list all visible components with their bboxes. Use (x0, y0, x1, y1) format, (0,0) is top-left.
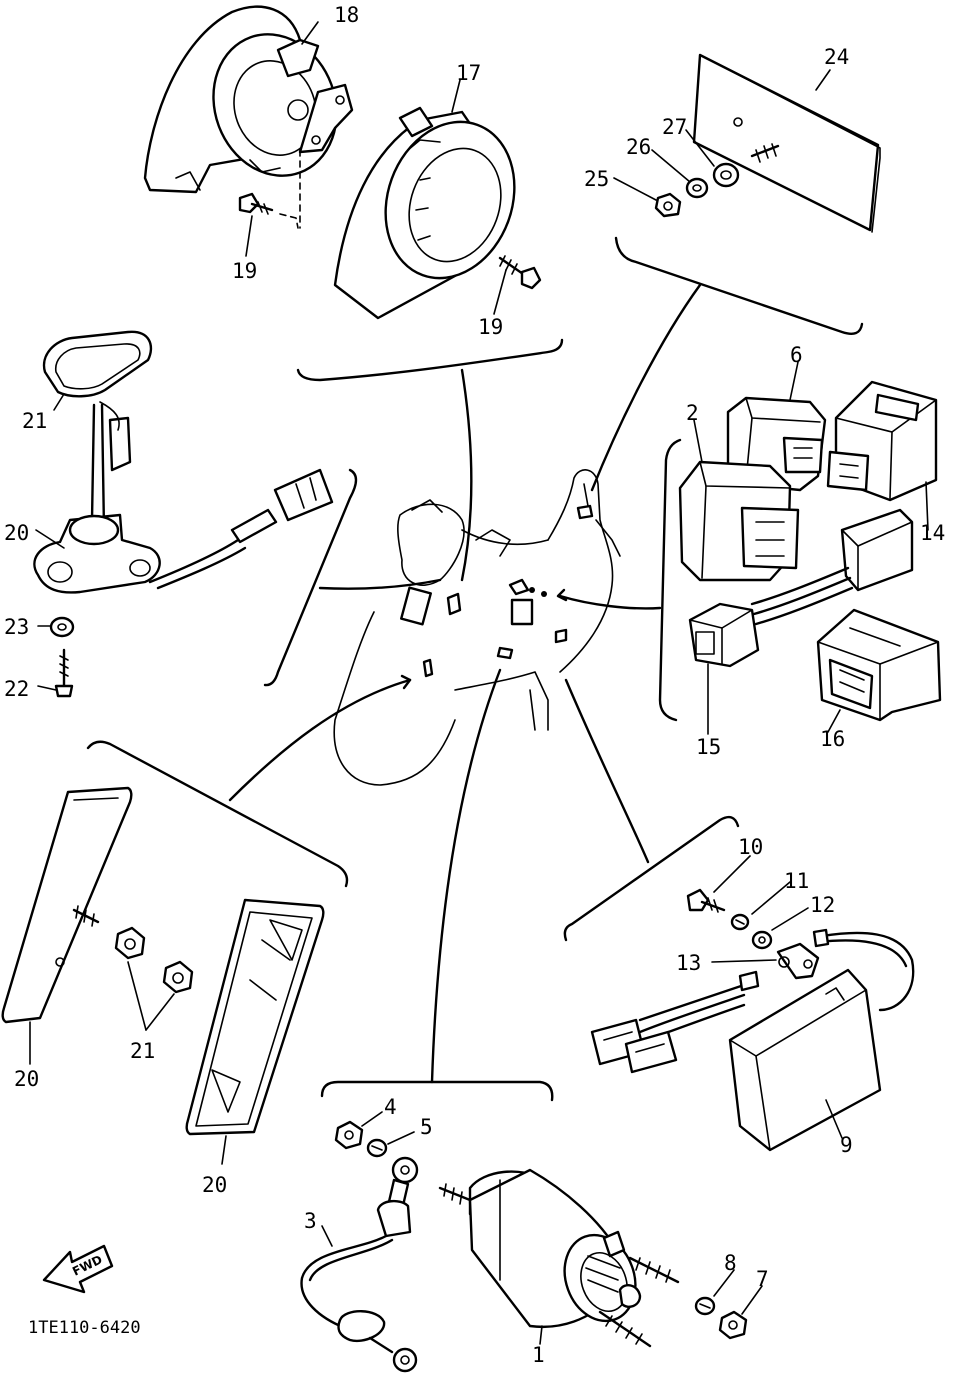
frame-outline (333, 469, 621, 786)
callout-26: 24 (824, 45, 849, 69)
collar-29 (712, 162, 740, 188)
callout-19a: 19 (232, 259, 257, 283)
callout-1: 1 (532, 1343, 545, 1367)
leader-fuel-sender (318, 578, 442, 590)
callout-11: 11 (784, 869, 809, 893)
screw-24 (54, 648, 74, 698)
callout-6: 6 (790, 343, 803, 367)
callout-15: 15 (696, 735, 721, 759)
connector-15 (688, 508, 914, 668)
starter-bracket (320, 1080, 554, 1102)
washer-5 (366, 1138, 388, 1158)
callout-13: 13 (676, 951, 701, 975)
washer-12 (751, 930, 773, 950)
relay-26 (692, 53, 881, 233)
callout-18: 18 (334, 3, 359, 27)
callout-7: 7 (756, 1267, 769, 1291)
callout-9: 9 (840, 1133, 853, 1157)
fuel-sender-22 (33, 401, 334, 594)
starter-relay-1 (438, 1168, 680, 1348)
horn-18 (143, 5, 354, 194)
bolt-10 (686, 888, 726, 913)
washer-11 (730, 913, 750, 931)
callout-10: 10 (738, 835, 763, 859)
callout-23: 21 (22, 409, 47, 433)
callout-16: 16 (820, 727, 845, 751)
horn-17 (333, 106, 516, 320)
callout-3: 3 (304, 1209, 317, 1233)
bolt-19-left (238, 149, 301, 229)
callout-12: 12 (810, 893, 835, 917)
nut-27 (654, 192, 682, 218)
drawing-code: 1TE110-6420 (28, 1318, 141, 1338)
washer-8 (694, 1296, 716, 1316)
callout-25: 23 (4, 615, 29, 639)
reflector-20-right (185, 898, 325, 1136)
callout-27: 25 (584, 167, 609, 191)
gasket-23 (42, 330, 153, 398)
bolt-19-right (498, 255, 542, 290)
fwd-arrow-icon: FWD (42, 1244, 114, 1294)
nuts-21 (114, 926, 194, 1031)
connector-16 (816, 608, 942, 722)
callout-14: 14 (920, 521, 945, 545)
leader-relays (558, 594, 662, 610)
horn-group-bracket (296, 338, 564, 382)
callout-20b: 20 (202, 1173, 227, 1197)
callout-labels: 18 17 19 19 24 27 26 25 21 20 23 22 6 2 … (4, 3, 945, 1367)
callout-24: 22 (4, 677, 29, 701)
callout-28: 26 (626, 135, 651, 159)
clamp-13 (776, 942, 820, 980)
callout-22: 20 (4, 521, 29, 545)
callout-2: 2 (686, 401, 699, 425)
reflector-bracket (86, 740, 349, 888)
callout-4: 4 (384, 1095, 397, 1119)
rectifier-9 (590, 928, 915, 1152)
lead-3 (300, 1156, 419, 1373)
callout-29: 27 (662, 115, 687, 139)
callout-5: 5 (420, 1115, 433, 1139)
leader-reflectors (228, 678, 412, 802)
relay-group-bracket (658, 438, 682, 722)
relay-2 (678, 460, 800, 582)
callout-leaders (29, 21, 929, 1345)
relay-26-bracket (614, 236, 864, 335)
leader-starter (430, 668, 502, 1084)
nut-7 (718, 1310, 748, 1340)
nut-25 (49, 616, 75, 638)
leader-horns (460, 368, 473, 582)
callout-17: 17 (456, 61, 481, 85)
leader-relay-26 (590, 283, 702, 492)
callout-21: 21 (130, 1039, 155, 1063)
callout-19b: 19 (478, 315, 503, 339)
nut-4 (334, 1120, 364, 1150)
leader-rectifier (564, 678, 650, 864)
relay-14 (826, 380, 938, 502)
callout-20a: 20 (14, 1067, 39, 1091)
fuel-sender-bracket (263, 468, 358, 687)
callout-8: 8 (724, 1251, 737, 1275)
washer-28 (685, 177, 709, 199)
reflector-20-left (1, 786, 133, 1024)
rectifier-bracket (563, 815, 740, 942)
